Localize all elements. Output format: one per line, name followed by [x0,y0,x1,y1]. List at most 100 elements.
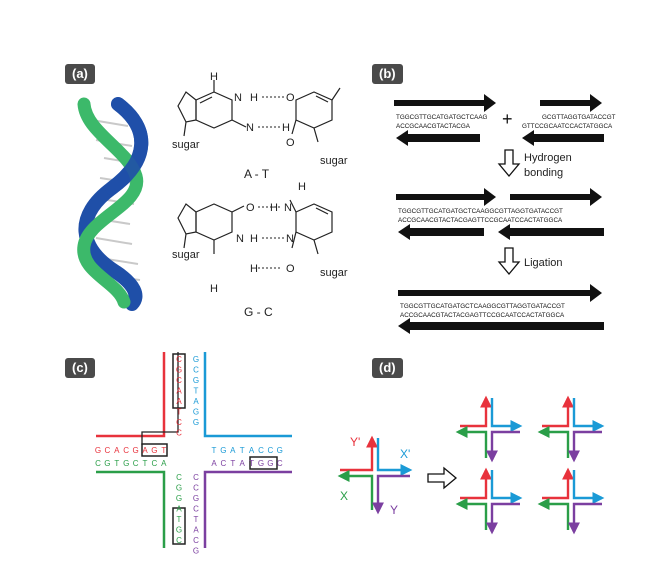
c-left-bottom-letter-0: C [95,459,101,468]
seq-mid-bottom: ACCGCAACGTACTACGAGTTCCGCAATCCACTATGGCA [398,217,563,224]
c-right-bottom-letter-7: C [277,459,283,468]
arrow-left-bottom [396,130,480,146]
lattice-tile-1-arm-2 [537,426,570,458]
lattice-tile-0-arm-2 [455,426,488,458]
dna-helix-icon [77,97,149,311]
connector-line [141,352,179,445]
arrow-right-bottom [522,130,604,146]
c-bottom-left-letter-0: C [176,473,182,482]
c-bottom-left-letter-6: C [176,536,182,545]
tile-lattice [455,395,605,535]
gc-atom-n-bottom: N [286,233,294,245]
lattice-tile-1-arm-0 [542,395,574,428]
c-right-bottom-letter-5: G [258,459,264,468]
at-atom-h-top: H [210,71,218,83]
gc-atom-h-right: H [298,181,306,193]
lattice-tile-2-arm-0 [460,467,492,500]
thymine-ring [291,87,341,143]
c-right-bottom-letter-6: G [267,459,273,468]
c-right-top-letter-7: G [277,446,283,455]
c-right-bottom-letter-4: T [249,459,254,468]
at-atom-h-ring: H [282,122,290,134]
c-right-top-letter-4: A [249,446,255,455]
c-bottom-left-letter-4: T [177,515,182,524]
arrow-final-top [398,284,602,302]
c-left-top-letter-7: T [161,446,166,455]
c-bottom-right-letter-2: G [193,494,199,503]
label-y: Y [390,503,398,517]
right-arrow-icon [427,466,458,490]
panel-label-b: (b) [372,64,403,84]
gc-atom-h-top: H [270,202,278,214]
arrow-right-top [540,94,602,112]
seq-left-top: TGGCGTTGCATGATGCTCAAG [396,114,488,121]
c-left-bottom-letter-7: A [161,459,167,468]
c-left-bottom-letter-3: G [123,459,129,468]
strand-red [96,352,166,438]
lattice-tile-2-arm-2 [455,498,488,530]
c-top-left-letter-0: C [176,355,182,364]
panel-label-a: (a) [65,64,95,84]
c-left-top-letter-1: C [105,446,111,455]
arrow-mid-top-right [510,188,602,206]
c-left-bottom-letter-4: C [133,459,139,468]
c-top-left-letter-7: C [176,429,182,438]
panel-d: Y' X' X Y [337,395,605,535]
panel-label-d: (d) [372,358,403,378]
c-bottom-right-letter-1: C [193,484,199,493]
lattice-tile-2-arm-3 [486,502,520,535]
arrow-mid-top-left [396,188,496,206]
gc-sugar-left: sugar [172,249,200,261]
gc-hydrogen-bonds [258,206,284,269]
c-left-top-letter-5: A [142,446,148,455]
box-bottom-vertical [172,507,186,545]
arrow-left-top [394,94,496,112]
lattice-tile-1-arm-1 [572,398,605,432]
cytosine-ring [289,199,333,255]
seq-right-top: GCGTTAGGTGATACCGT [542,114,616,121]
c-bottom-left-letter-1: G [176,484,182,493]
c-left-top-letter-2: A [114,446,120,455]
c-right-top-letter-5: C [258,446,264,455]
c-left-bottom-letter-2: T [114,459,119,468]
c-bottom-right-letter-0: C [193,473,199,482]
panel-label-c: (c) [65,358,95,378]
lattice-tile-3-arm-0 [542,467,574,500]
c-bottom-right-letter-3: C [193,505,199,514]
lattice-tile-0-arm-3 [486,430,520,463]
gc-atom-h-mid: H [250,233,258,245]
c-bottom-right-letter-4: T [194,515,199,524]
c-right-bottom-letter-1: C [221,459,227,468]
at-sugar-left: sugar [172,139,200,151]
c-right-bottom-letter-0: A [211,459,217,468]
panel-a: H N H O N H O sugar sugar A - T [77,71,348,319]
c-right-top-letter-1: G [220,446,226,455]
gc-sugar-right: sugar [320,267,348,279]
gc-atom-h-bottom: H [250,263,258,275]
c-top-right-letter-6: G [193,418,199,427]
gc-atom-n-top: N [284,202,292,214]
c-left-bottom-letter-5: T [143,459,148,468]
lattice-tile-2-arm-1 [490,470,523,504]
down-arrow-icon [497,149,521,178]
label-y-prime: Y' [350,435,360,449]
strand-blue [203,352,292,438]
at-atom-n-ring: N [246,122,254,134]
down-arrow-icon-2 [497,247,521,276]
lattice-tile-0-arm-0 [460,395,492,428]
c-bottom-right-letter-6: C [193,536,199,545]
strand-purple [203,470,292,548]
arrow-final-bottom [398,318,604,334]
gc-atom-h-below: H [210,283,218,295]
gc-atom-o-top: O [246,202,255,214]
guanine-ring [177,203,245,254]
arrow-mid-bottom-left [398,224,484,240]
seq-final-bottom: ACCGCAACGTACTACGAGTTCCGCAATCCACTATGGCA [400,312,565,319]
c-right-bottom-letter-3: A [240,459,246,468]
c-bottom-right-letter-5: A [193,526,199,535]
strand-green [96,470,166,548]
c-top-left-letter-5: T [177,408,182,417]
